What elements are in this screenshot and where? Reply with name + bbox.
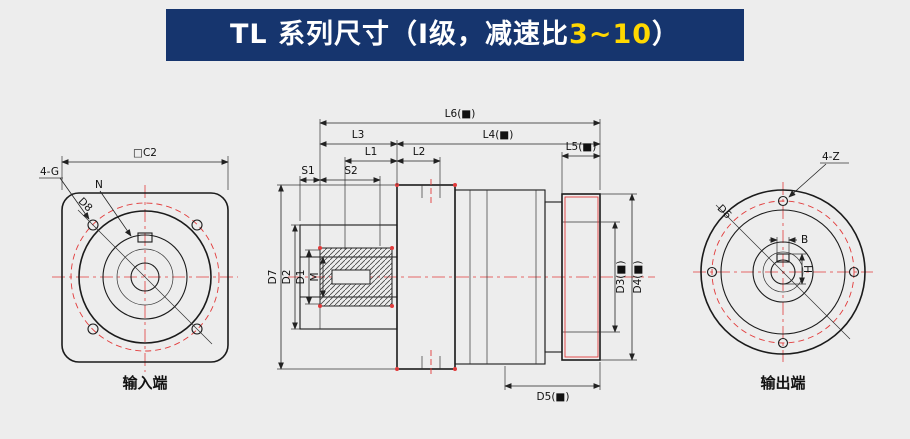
dim-label-d5: D5(■) xyxy=(537,391,570,403)
output-end-caption: 输出端 xyxy=(760,374,805,392)
title-close-bracket: ） xyxy=(652,19,681,50)
dim-label-n: N xyxy=(95,179,103,191)
title-ratio-highlight: 3~10 xyxy=(569,19,653,50)
dim-label-d2: D2 xyxy=(281,270,293,285)
input-end-caption: 输入端 xyxy=(122,374,167,392)
dim-label-l6: L6(■) xyxy=(445,108,476,120)
technical-drawing-area: □C2 4-G N D8 输入端 xyxy=(0,90,910,430)
output-end-view: B H D6 4-Z 输出端 xyxy=(693,151,873,392)
dim-label-s1: S1 xyxy=(301,165,314,177)
dim-label-h: H xyxy=(803,265,815,273)
dim-label-d1: D1 xyxy=(295,270,307,285)
dim-label-s2: S2 xyxy=(344,165,357,177)
dim-label-4g: 4-G xyxy=(40,166,59,178)
title-text: TL 系列尺寸（Ⅰ级，减速比 xyxy=(229,19,570,50)
dim-label-d8: D8 xyxy=(76,195,95,214)
dim-label-d4: D4(■) xyxy=(632,261,644,294)
dim-label-c2: □C2 xyxy=(133,147,157,159)
dim-label-m: M xyxy=(309,272,321,281)
dim-label-4z: 4-Z xyxy=(822,151,840,163)
dim-label-d7: D7 xyxy=(267,270,279,285)
gearbox-dimension-drawing: □C2 4-G N D8 输入端 xyxy=(39,108,873,403)
dim-label-l4: L4(■) xyxy=(483,129,514,141)
dim-label-l1: L1 xyxy=(365,146,378,158)
dim-label-d6: D6 xyxy=(715,202,734,221)
dim-label-l5: L5(■) xyxy=(566,141,597,153)
title-banner: TL 系列尺寸（Ⅰ级，减速比3~10） xyxy=(166,9,744,61)
dim-label-l2: L2 xyxy=(413,146,426,158)
dim-label-d3: D3(■) xyxy=(615,261,627,294)
input-end-view: □C2 4-G N D8 输入端 xyxy=(39,147,238,392)
section-view: L6(■) L3 L4(■) L1 L2 L5(■) S1 S2 D7 D2 D… xyxy=(267,108,655,403)
dim-label-b: B xyxy=(801,234,808,246)
dim-label-l3: L3 xyxy=(352,129,365,141)
